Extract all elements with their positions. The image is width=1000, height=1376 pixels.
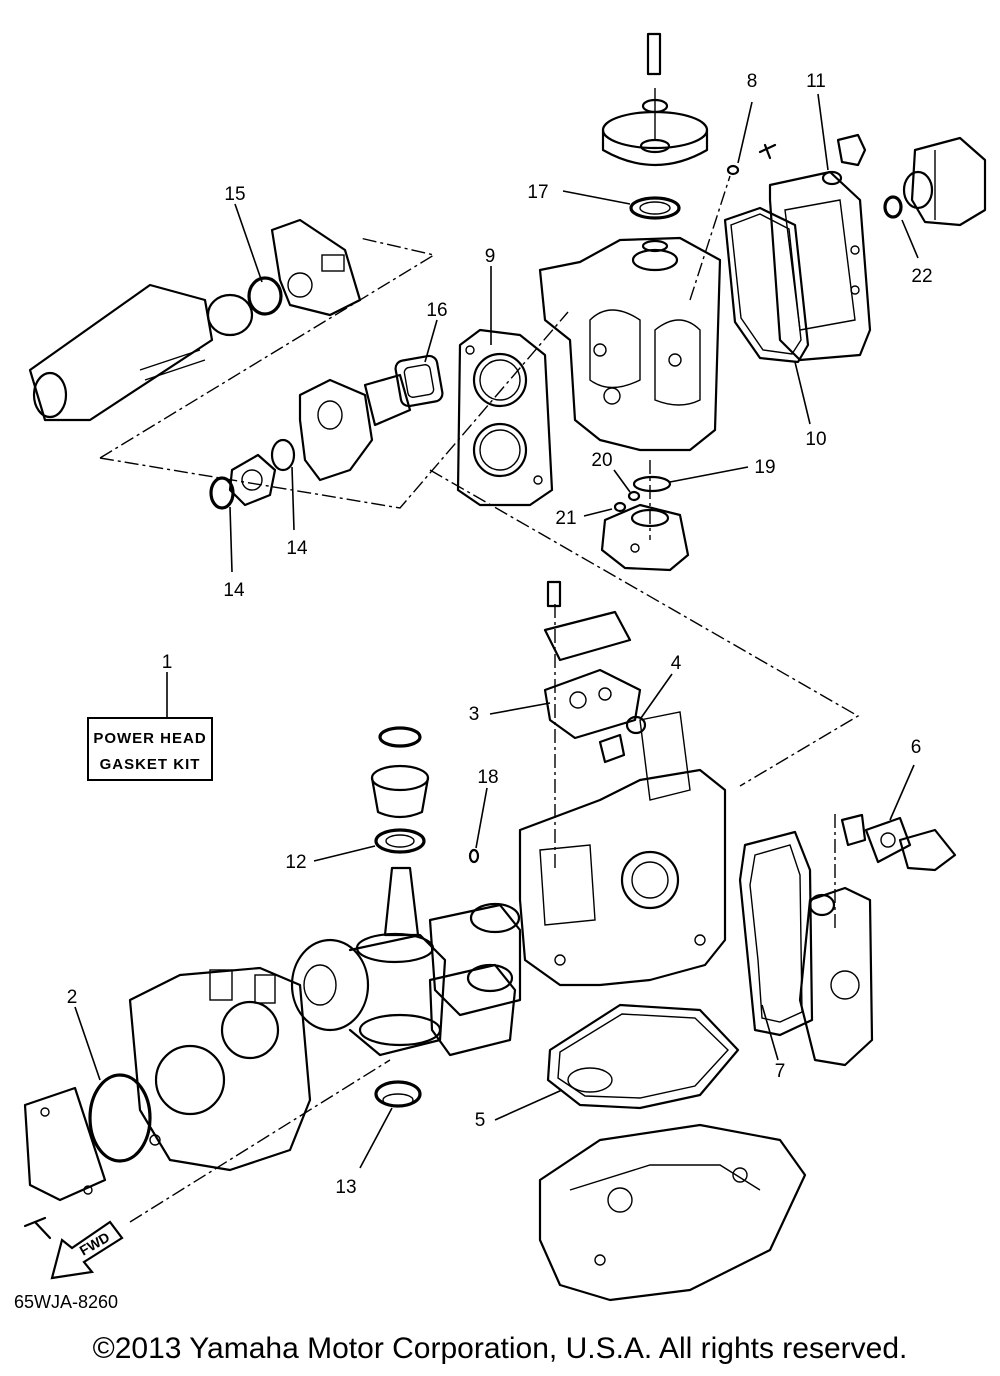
assembly-guide-lines — [99, 175, 860, 1223]
gasket-part-7 — [738, 830, 814, 1037]
leader-15 — [234, 203, 263, 283]
o-ring-part-20 — [627, 490, 641, 502]
leader-21 — [583, 508, 613, 517]
o-ring-part-11 — [821, 133, 867, 186]
callout-2: 2 — [67, 987, 78, 1008]
callout-18: 18 — [477, 767, 498, 788]
leader-22 — [901, 219, 919, 259]
leader-20 — [613, 469, 631, 493]
thermostat-housing — [600, 503, 690, 572]
callout-4: 4 — [671, 653, 682, 674]
gasket-part-16 — [394, 354, 444, 408]
callout-6: 6 — [911, 737, 922, 758]
callout-19: 19 — [754, 457, 775, 478]
crankshaft — [290, 866, 447, 1057]
kit-label-line2: GASKET KIT — [100, 756, 201, 773]
o-ring-part-4 — [598, 715, 647, 764]
oil-seal-part-12 — [374, 828, 426, 854]
gasket-kit-label-part-1: POWER HEAD GASKET KIT — [87, 717, 213, 781]
callout-7: 7 — [775, 1061, 786, 1082]
leader-14b — [291, 466, 295, 531]
cover-plate-left — [23, 1086, 107, 1202]
exhaust-inner-cover — [798, 886, 874, 1067]
gasket-part-5 — [546, 1003, 740, 1110]
gasket-part-10 — [723, 206, 810, 364]
spacer — [228, 453, 277, 507]
bolt-part-8 — [726, 143, 777, 176]
leader-7 — [761, 1004, 779, 1061]
leader-16 — [424, 319, 438, 363]
leader-4 — [640, 673, 673, 719]
leader-17 — [562, 190, 631, 205]
kit-label-line1: POWER HEAD — [93, 730, 206, 747]
o-ring-part-21 — [613, 501, 627, 513]
callout-22: 22 — [911, 266, 932, 287]
callout-20: 20 — [591, 450, 612, 471]
o-ring-part-22 — [883, 195, 903, 219]
oil-seal-part-17 — [629, 196, 681, 220]
flywheel — [601, 32, 709, 166]
leader-11 — [817, 93, 829, 171]
leader-2 — [74, 1006, 101, 1081]
callout-16: 16 — [426, 300, 447, 321]
o-ring-part-14-right — [270, 438, 296, 472]
callout-12: 12 — [285, 852, 306, 873]
leader-13 — [359, 1107, 393, 1169]
crankcase-lower-half — [128, 966, 312, 1172]
oil-seal-part-13 — [374, 1080, 422, 1108]
crankcase-block — [518, 711, 727, 987]
leader-6 — [889, 764, 915, 821]
head-gasket-part-9 — [456, 328, 554, 507]
thermostat-cover — [902, 136, 987, 227]
pin-part-18 — [468, 848, 480, 864]
gasket-part-6 — [840, 813, 957, 872]
o-ring-part-2 — [88, 1073, 152, 1163]
exhaust-cover — [768, 170, 872, 362]
diagram-code: 65WJA-8260 — [14, 1292, 119, 1312]
forward-arrow-icon: FWD — [50, 1220, 124, 1280]
pistons — [428, 902, 522, 1057]
callout-21: 21 — [555, 508, 576, 529]
cylinder-head — [538, 236, 722, 452]
callout-1: 1 — [162, 652, 173, 673]
oil-pan — [538, 1123, 807, 1302]
oil-seal-top — [378, 726, 422, 748]
leader-5 — [494, 1089, 563, 1121]
leader-18 — [475, 787, 488, 849]
callout-5: 5 — [475, 1110, 486, 1131]
copyright-notice: ©2013 Yamaha Motor Corporation, U.S.A. A… — [92, 1332, 908, 1365]
callout-numbers: 1 2 3 4 5 6 7 8 9 10 11 12 13 14 14 15 1… — [67, 71, 933, 1198]
leader-8 — [737, 101, 753, 164]
callout-14b: 14 — [286, 538, 308, 559]
callout-13: 13 — [335, 1177, 356, 1198]
intake-manifold — [298, 373, 412, 482]
leader-10 — [794, 361, 811, 425]
leader-19 — [669, 466, 749, 483]
callout-15: 15 — [224, 184, 245, 205]
carburetor — [270, 218, 362, 317]
o-ring-part-19 — [632, 475, 672, 493]
callout-10: 10 — [805, 429, 826, 450]
callout-11: 11 — [806, 71, 826, 92]
seal-part-15 — [247, 276, 283, 316]
leader-12 — [313, 845, 376, 862]
bolt-lower-left — [23, 1216, 52, 1240]
leader-3 — [489, 702, 551, 715]
gasket-part-15-area — [206, 293, 254, 337]
gasket-part-3 — [543, 668, 642, 740]
cover-plate — [543, 580, 632, 662]
callout-8: 8 — [747, 71, 758, 92]
leader-14a — [229, 506, 233, 573]
bearing — [370, 764, 430, 819]
callout-9: 9 — [485, 246, 496, 267]
o-ring-part-14-left — [209, 476, 235, 510]
callout-17: 17 — [527, 182, 548, 203]
callout-3: 3 — [469, 704, 480, 725]
callout-14a: 14 — [223, 580, 245, 601]
silencer — [28, 283, 214, 422]
